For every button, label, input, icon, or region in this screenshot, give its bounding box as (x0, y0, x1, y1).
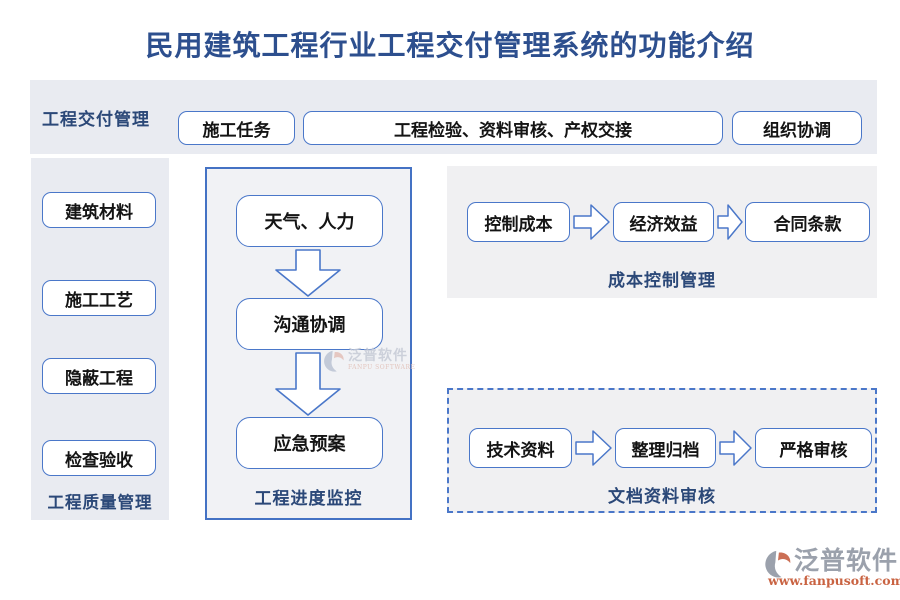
weather-manpower-node: 天气、人力 (236, 195, 383, 247)
fanpu-logo-icon (765, 550, 791, 578)
control-cost-node: 控制成本 (467, 202, 570, 242)
economic-benefit-node: 经济效益 (613, 202, 714, 242)
progress-monitoring-panel: 天气、人力 沟通协调 应急预案 工程进度监控 (205, 167, 412, 520)
communication-coordination-node: 沟通协调 (236, 298, 383, 350)
emergency-plan-node: 应急预案 (236, 417, 383, 469)
down-arrow-icon (275, 249, 341, 297)
docs-panel-label: 文档资料审核 (608, 487, 716, 507)
page-title: 民用建筑工程行业工程交付管理系统的功能介绍 (145, 29, 755, 62)
organize-archive-node: 整理归档 (615, 428, 716, 468)
right-arrow-icon (573, 204, 610, 240)
construction-task-button: 施工任务 (178, 111, 295, 145)
footer-url: www.fanpusoft.com (768, 573, 900, 588)
technical-data-node: 技术资料 (469, 428, 572, 468)
inspection-acceptance-node: 检查验收 (42, 440, 156, 476)
footer-brand: 泛普软件 www.fanpusoft.com (764, 548, 900, 588)
quality-panel-label: 工程质量管理 (47, 493, 153, 512)
construction-technique-node: 施工工艺 (42, 280, 156, 316)
inspection-review-handover-button: 工程检验、资料审核、产权交接 (303, 111, 723, 145)
right-arrow-icon (719, 430, 752, 466)
down-arrow-icon (275, 352, 341, 416)
delivery-management-band: 工程交付管理 施工任务 工程检验、资料审核、产权交接 组织协调 (30, 80, 877, 154)
right-arrow-icon (717, 204, 743, 240)
delivery-band-label: 工程交付管理 (42, 110, 150, 130)
document-review-panel: 技术资料 整理归档 严格审核 文档资料审核 (447, 388, 877, 513)
building-materials-node: 建筑材料 (42, 192, 156, 228)
right-arrow-icon (575, 430, 612, 466)
cost-control-panel: 控制成本 经济效益 合同条款 成本控制管理 (447, 166, 877, 298)
hidden-works-node: 隐蔽工程 (42, 358, 156, 394)
contract-terms-node: 合同条款 (745, 202, 870, 242)
progress-panel-label: 工程进度监控 (254, 489, 363, 509)
strict-review-node: 严格审核 (755, 428, 872, 468)
cost-panel-label: 成本控制管理 (608, 271, 716, 291)
quality-management-panel: 建筑材料 施工工艺 隐蔽工程 检查验收 工程质量管理 (31, 158, 169, 520)
footer-brand-text: 泛普软件 (794, 546, 899, 575)
organization-coordination-button: 组织协调 (732, 111, 862, 145)
